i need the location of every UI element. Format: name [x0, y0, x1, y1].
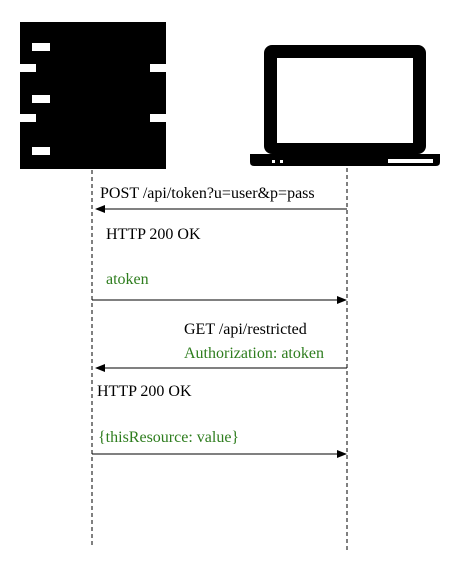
resource-value-label: {thisResource: value} — [98, 429, 240, 446]
server-icon — [20, 22, 166, 169]
authorization-header-label: Authorization: atoken — [184, 345, 324, 362]
laptop-icon — [250, 45, 440, 166]
get-restricted-label: GET /api/restricted — [184, 321, 307, 338]
post-token-label: POST /api/token?u=user&p=pass — [100, 185, 315, 202]
atoken-label: atoken — [106, 271, 149, 288]
http-ok-label-2: HTTP 200 OK — [97, 383, 192, 400]
http-ok-label-1: HTTP 200 OK — [106, 226, 201, 243]
